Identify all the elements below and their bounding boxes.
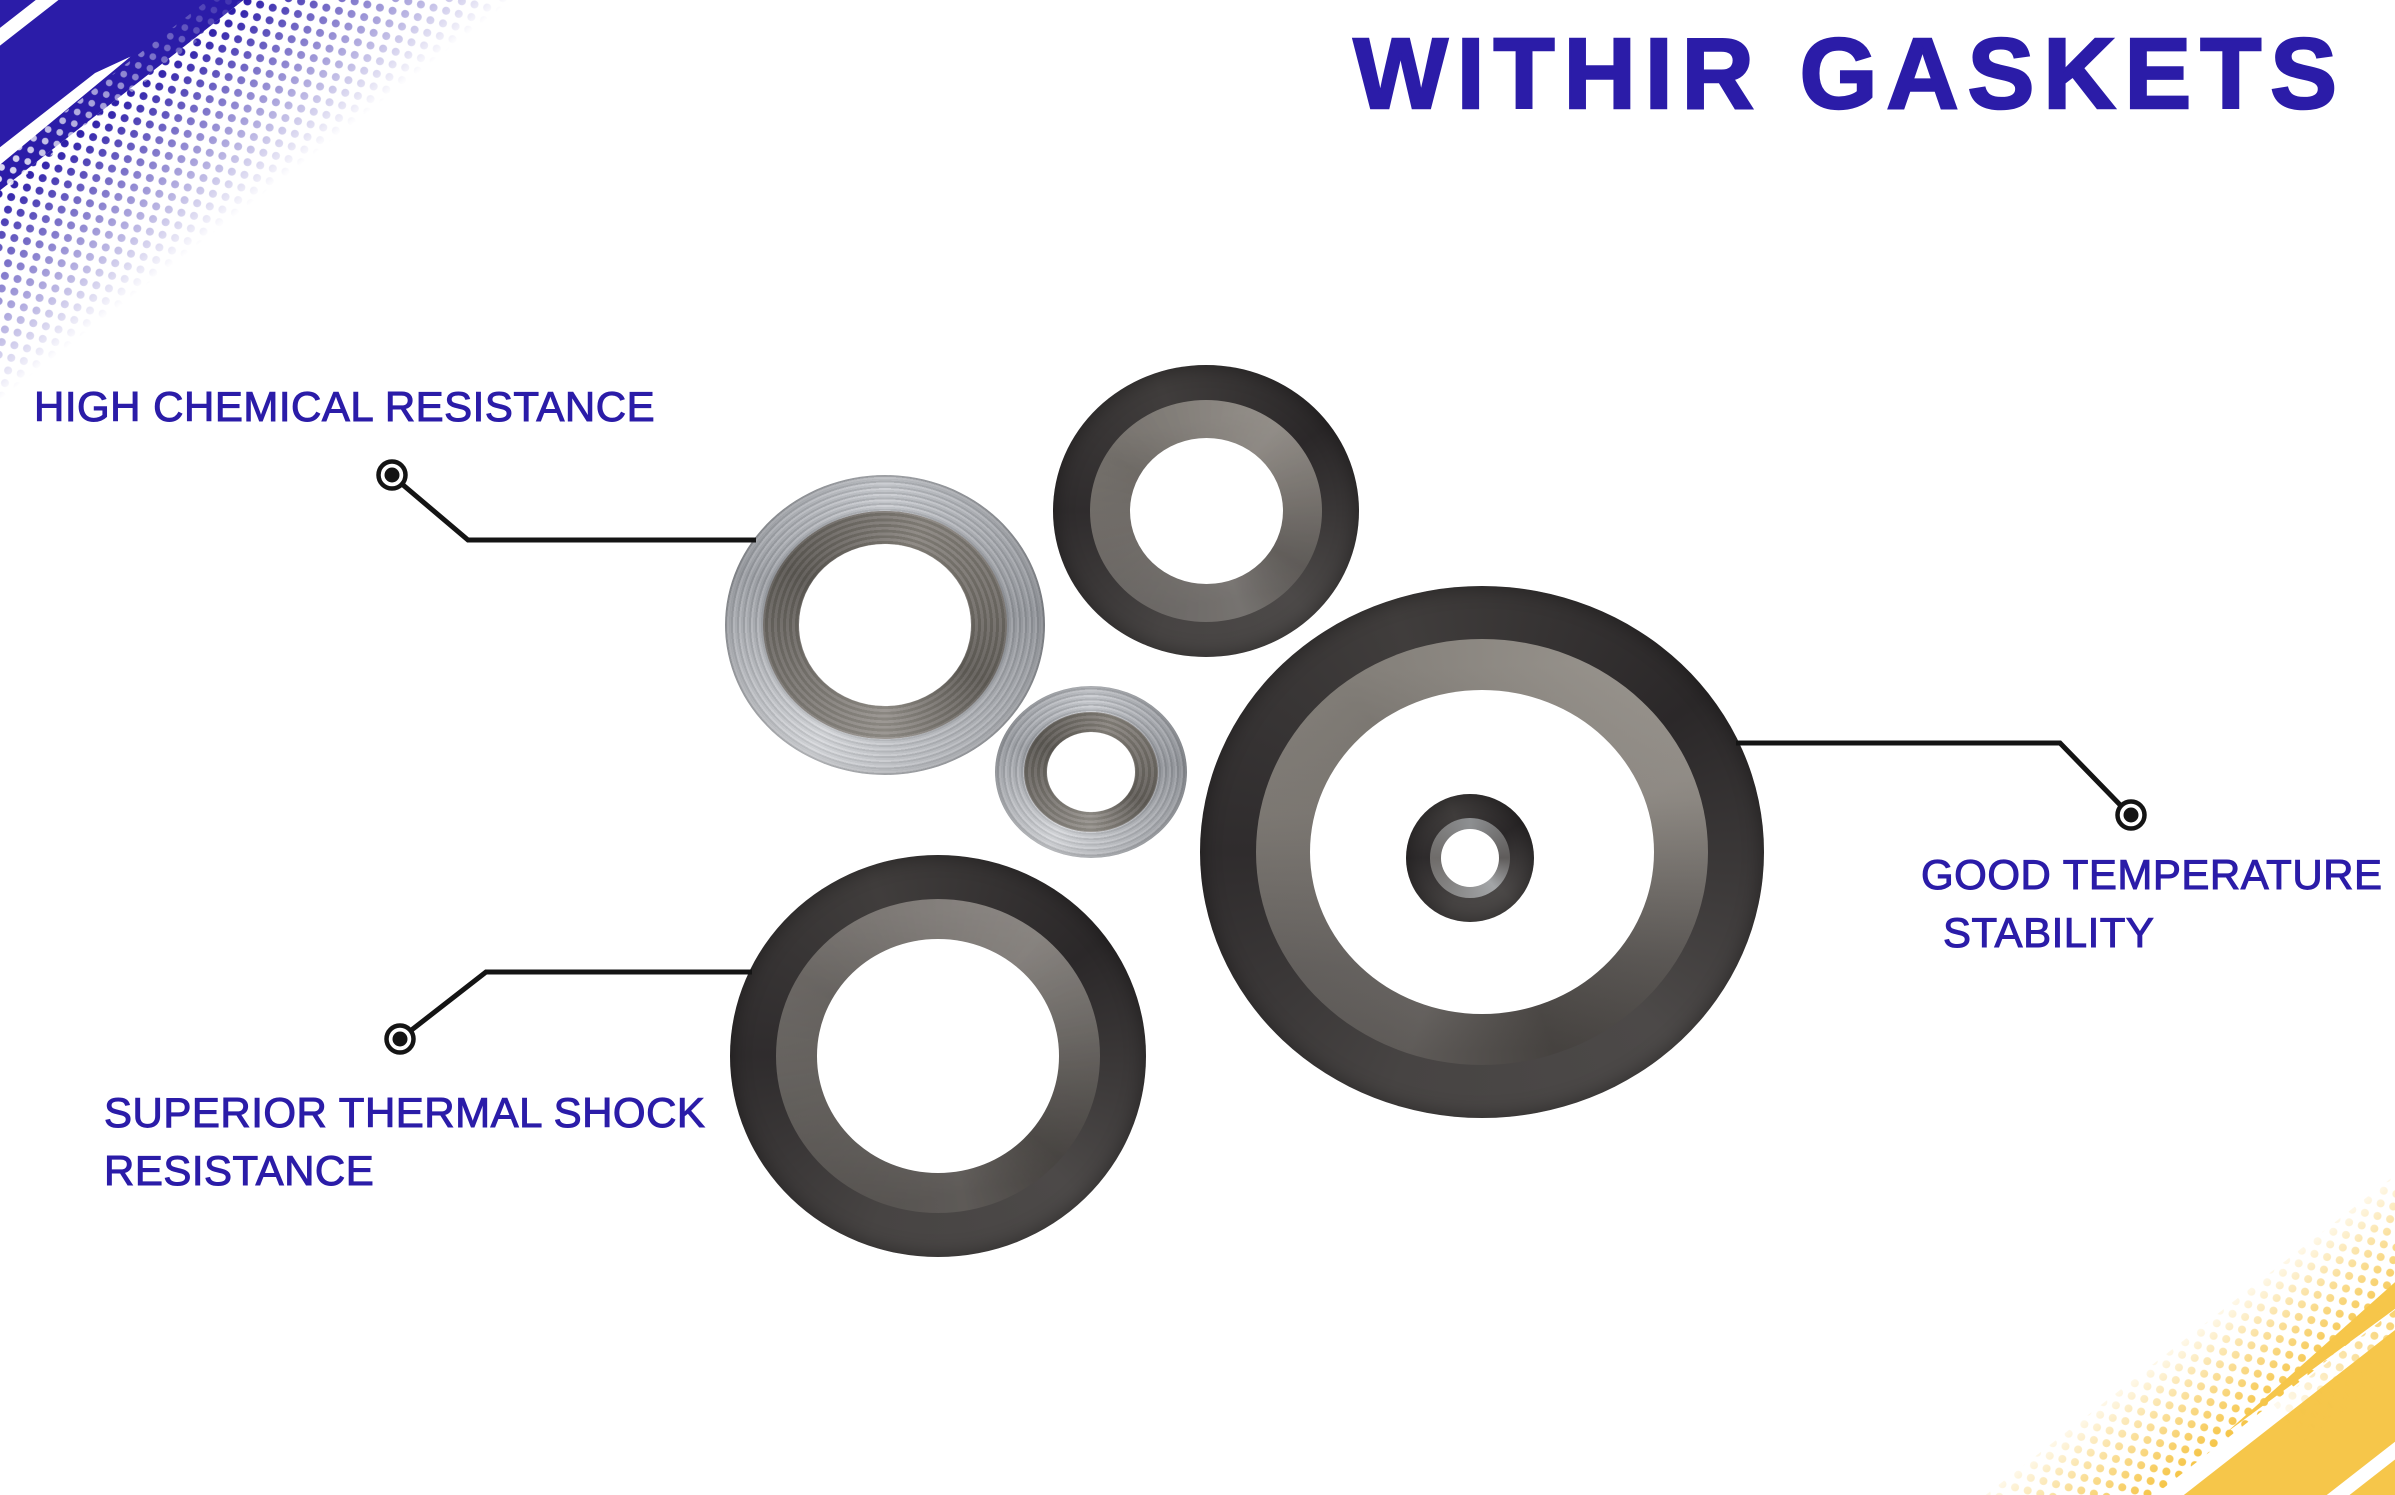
gasket-graphite-top-center: [1053, 365, 1359, 657]
gasket-bore: [1129, 438, 1283, 584]
callout-label-temperature: GOOD TEMPERATURE STABILITY: [1921, 846, 2383, 962]
gasket-graphite-mini-inner: [1406, 794, 1534, 922]
gasket-bore: [1440, 828, 1500, 888]
callout-label-line: STABILITY: [1943, 909, 2155, 957]
callout-label-line: SUPERIOR THERMAL SHOCK: [103, 1089, 706, 1137]
callout-label-line: RESISTANCE: [103, 1147, 375, 1195]
gasket-bore: [1046, 732, 1136, 812]
gasket-graphite-large-bottom-left: [730, 855, 1146, 1257]
callout-label-thermal: SUPERIOR THERMAL SHOCK RESISTANCE: [103, 1084, 706, 1200]
callout-connector-chemical: [394, 477, 756, 543]
page-title: WITHIR GASKETS: [1352, 18, 2346, 130]
bottom-right-accent-graphic: [1965, 1148, 2395, 1495]
callout-connector-thermal: [398, 969, 752, 1041]
callout-marker-chemical: [376, 459, 408, 491]
gasket-steel-large-left: [725, 475, 1045, 775]
callout-marker-temperature: [2115, 799, 2147, 831]
callout-connector-temperature: [1736, 740, 2130, 815]
callout-label-line: HIGH CHEMICAL RESISTANCE: [33, 383, 656, 431]
gasket-bore: [798, 544, 972, 706]
callout-label-chemical: HIGH CHEMICAL RESISTANCE: [33, 378, 656, 436]
top-left-accent-graphic: [0, 0, 560, 446]
gasket-bore: [817, 939, 1059, 1173]
gasket-steel-small-center: [995, 686, 1187, 858]
callout-marker-thermal: [384, 1023, 416, 1055]
callout-label-line: GOOD TEMPERATURE: [1921, 851, 2383, 899]
